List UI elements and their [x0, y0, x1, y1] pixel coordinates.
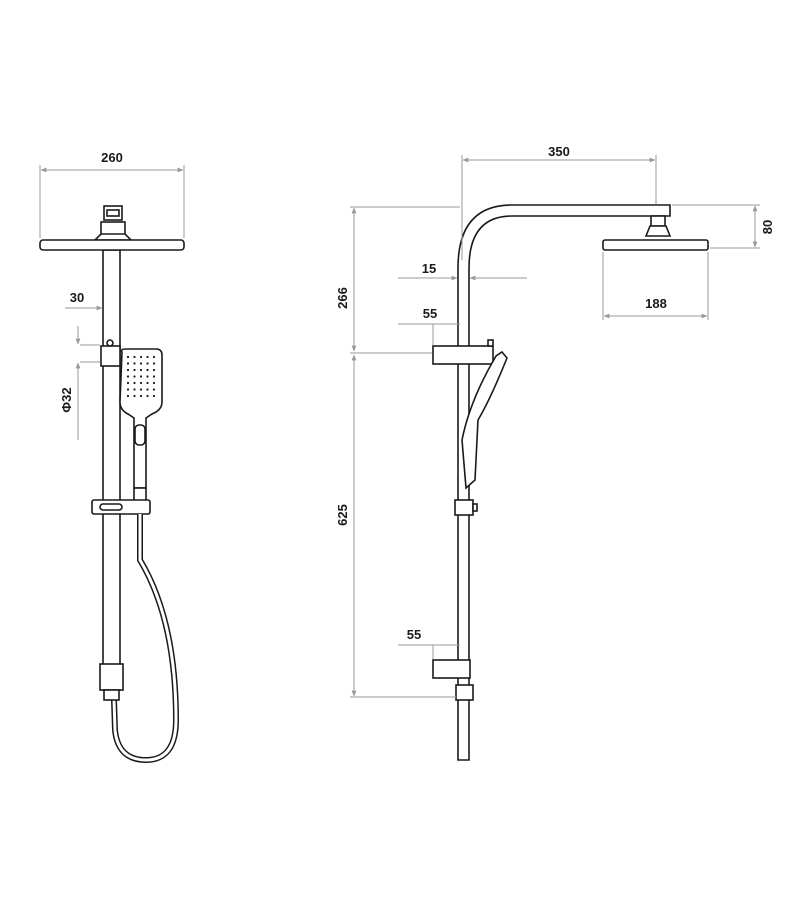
nozzle-dot [146, 388, 149, 391]
nozzle-dot [146, 362, 149, 365]
front-hose [111, 514, 180, 764]
dim-head-width: 260 [101, 150, 123, 165]
nozzle-dot [126, 375, 130, 378]
front-rail [102, 249, 121, 691]
nozzle-dot [146, 394, 149, 398]
side-view: 350 80 188 266 625 15 55 55 [335, 144, 775, 761]
nozzle-dot [126, 368, 130, 372]
front-overhead-shower-head [39, 239, 185, 251]
nozzle-dot [126, 355, 130, 359]
dim-head-depth: 188 [645, 296, 667, 311]
side-rail-and-arm [457, 204, 671, 761]
nozzle-dot [139, 375, 143, 378]
dim-lower-height: 625 [335, 504, 350, 526]
nozzle-dot [146, 381, 149, 385]
side-overhead-shower-head [602, 239, 709, 251]
nozzle-dot [133, 388, 136, 391]
nozzle-dot [152, 388, 156, 391]
nozzle-dot [152, 368, 156, 372]
nozzle-dot [133, 381, 136, 385]
side-upper-bracket [432, 345, 494, 365]
nozzle-dot [152, 375, 156, 378]
nozzle-dot [126, 388, 130, 391]
nozzle-dot [133, 375, 136, 378]
side-head-connector [644, 215, 672, 237]
side-slider-bracket [454, 499, 474, 516]
front-hand-shower [119, 348, 163, 503]
nozzle-dot [126, 381, 130, 385]
nozzle-dot [146, 355, 149, 359]
nozzle-dot [133, 355, 136, 359]
dim-head-drop: 80 [760, 220, 775, 234]
nozzle-dot [126, 394, 130, 398]
dim-bracket-offset-bottom: 55 [407, 627, 421, 642]
side-bottom-nut [455, 684, 474, 701]
dim-bracket-offset-top: 55 [423, 306, 437, 321]
dim-arm-reach: 350 [548, 144, 570, 159]
nozzle-dot [133, 394, 136, 398]
nozzle-dot [152, 381, 156, 385]
dim-rail-width: 30 [70, 290, 84, 305]
nozzle-dot [139, 394, 143, 398]
nozzle-dot [139, 368, 143, 372]
nozzle-dot [139, 381, 143, 385]
front-view: 260 30 Φ32 [39, 150, 185, 764]
dim-rail-offset: 15 [422, 261, 436, 276]
nozzle-dot [152, 394, 156, 398]
nozzle-dot [152, 362, 156, 365]
nozzle-dot [133, 368, 136, 372]
front-head-connector [93, 205, 133, 241]
nozzle-dot [139, 355, 143, 359]
nozzle-dot [133, 362, 136, 365]
nozzle-dot [139, 362, 143, 365]
nozzle-dot [139, 388, 143, 391]
nozzle-dot [126, 362, 130, 365]
dim-upper-height: 266 [335, 287, 350, 309]
dim-rail-diameter: Φ32 [59, 387, 74, 412]
side-hand-shower [461, 350, 508, 490]
front-upper-bracket [100, 345, 121, 367]
nozzle-dot [152, 355, 156, 359]
nozzle-dot [146, 375, 149, 378]
side-lower-bracket [432, 659, 471, 679]
front-bottom-nut [99, 663, 124, 691]
nozzle-dot [146, 368, 149, 372]
